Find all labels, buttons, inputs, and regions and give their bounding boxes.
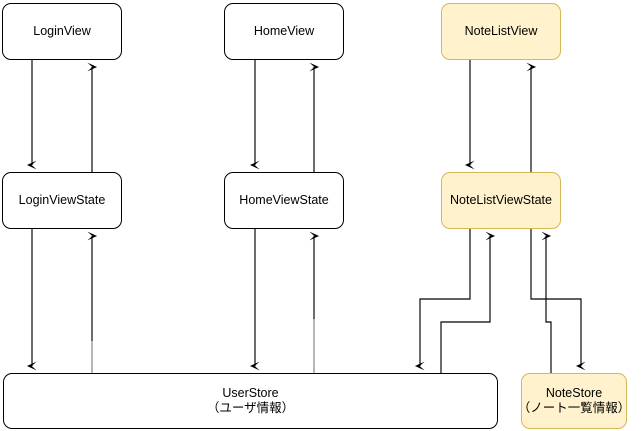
- edge-notelist-state-to-notestore: [530, 229, 586, 371]
- edge-notestore-to-notelist-state: [541, 231, 552, 373]
- node-note-store-sublabel: （ノート一覧情報）: [517, 401, 631, 415]
- node-note-list-view[interactable]: NoteListView: [441, 3, 561, 60]
- node-note-store[interactable]: NoteStore （ノート一覧情報）: [518, 373, 630, 429]
- node-home-view-state[interactable]: HomeViewState: [224, 172, 344, 229]
- node-user-store[interactable]: UserStore （ユーザ情報）: [3, 373, 498, 429]
- node-note-store-label: NoteStore: [545, 386, 603, 400]
- node-home-view[interactable]: HomeView: [224, 3, 344, 60]
- node-note-list-view-state-label: NoteListViewState: [450, 193, 552, 207]
- node-login-view[interactable]: LoginView: [2, 3, 122, 60]
- node-login-view-state-label: LoginViewState: [18, 193, 106, 207]
- edge-userstore-to-notelist-state: [440, 231, 496, 373]
- edge-notelist-state-to-userstore: [414, 229, 471, 371]
- node-login-view-label: LoginView: [33, 24, 91, 38]
- node-user-store-label: UserStore: [222, 386, 279, 400]
- node-home-view-label: HomeView: [253, 24, 315, 38]
- node-login-view-state[interactable]: LoginViewState: [2, 172, 122, 229]
- node-note-list-view-state[interactable]: NoteListViewState: [441, 172, 561, 229]
- node-user-store-sublabel: （ユーザ情報）: [206, 401, 295, 415]
- node-home-view-state-label: HomeViewState: [239, 193, 329, 207]
- node-note-list-view-label: NoteListView: [464, 24, 538, 38]
